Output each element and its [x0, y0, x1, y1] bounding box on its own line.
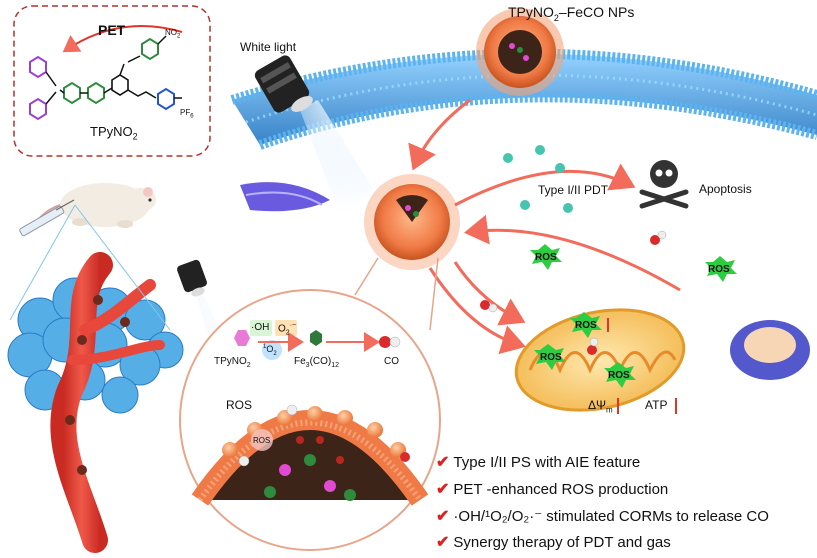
decrease-arrows	[607, 318, 677, 414]
white-light-label: White light	[240, 40, 297, 54]
inset-ros-label: ROS	[226, 398, 253, 412]
nanoparticle-top	[476, 8, 564, 96]
molecule-name: TPyNO2	[90, 124, 138, 142]
singlet-o2-label: 1O2	[263, 344, 277, 357]
ros-molecules	[503, 145, 573, 213]
inset-ros-small-label: ROS	[253, 436, 271, 445]
ros-label-5: ROS	[608, 370, 630, 381]
apoptosis-label: Apoptosis	[699, 182, 752, 196]
o2-radical-label: O2·−	[278, 322, 297, 337]
check-icon: ✔	[436, 534, 450, 551]
check-icon: ✔	[436, 508, 450, 525]
ros-label-2: ROS	[708, 264, 730, 275]
type-pdt-label: Type I/II PDT	[538, 183, 609, 197]
golgi-organelle	[240, 182, 330, 212]
cell-membrane	[230, 48, 817, 150]
feature-item-1: ✔Type I/II PS with AIE feature	[436, 453, 641, 472]
molecule-structure-box	[13, 5, 211, 157]
inset-zoom	[179, 257, 441, 551]
feature-item-4: ✔Synergy therapy of PDT and gas	[436, 533, 671, 552]
co-molecules	[480, 230, 667, 355]
no2-label: NO2	[165, 28, 181, 40]
light-beam	[300, 100, 380, 215]
ros-label-3: ROS	[575, 320, 597, 331]
check-icon: ✔	[436, 454, 450, 471]
nanoparticle-middle	[364, 174, 460, 270]
pet-label: PET	[98, 22, 126, 38]
pathway-arrows	[408, 98, 681, 355]
syringe	[19, 199, 75, 237]
ros-label-4: ROS	[540, 352, 562, 363]
ros-stars	[530, 244, 737, 388]
co-label: CO	[384, 356, 399, 367]
oh-label: ·OH	[251, 322, 270, 333]
fe-co-label: Fe3(CO)12	[294, 356, 340, 369]
inset-tpyno2-label: TPyNO2	[214, 356, 251, 369]
atp-label: ATP	[645, 398, 668, 412]
white-light-lamp	[254, 55, 313, 113]
pf6-label: PF6	[180, 108, 194, 120]
skull-icon	[639, 160, 689, 209]
mitochondrion	[514, 308, 686, 412]
lysosome-organelle	[730, 320, 810, 380]
mouse-illustration	[29, 183, 156, 233]
check-icon: ✔	[436, 481, 450, 498]
delta-psi-label: ΔΨm	[588, 398, 613, 415]
feature-item-2: ✔PET -enhanced ROS production	[436, 480, 669, 499]
blood-vessel	[50, 252, 165, 553]
feature-item-3: ✔·OH/¹O₂/O₂·⁻ stimulated CORMs to releas…	[436, 508, 769, 525]
ros-label-1: ROS	[535, 252, 557, 263]
nps-label: TPyNO2–FeCO NPs	[508, 4, 635, 23]
